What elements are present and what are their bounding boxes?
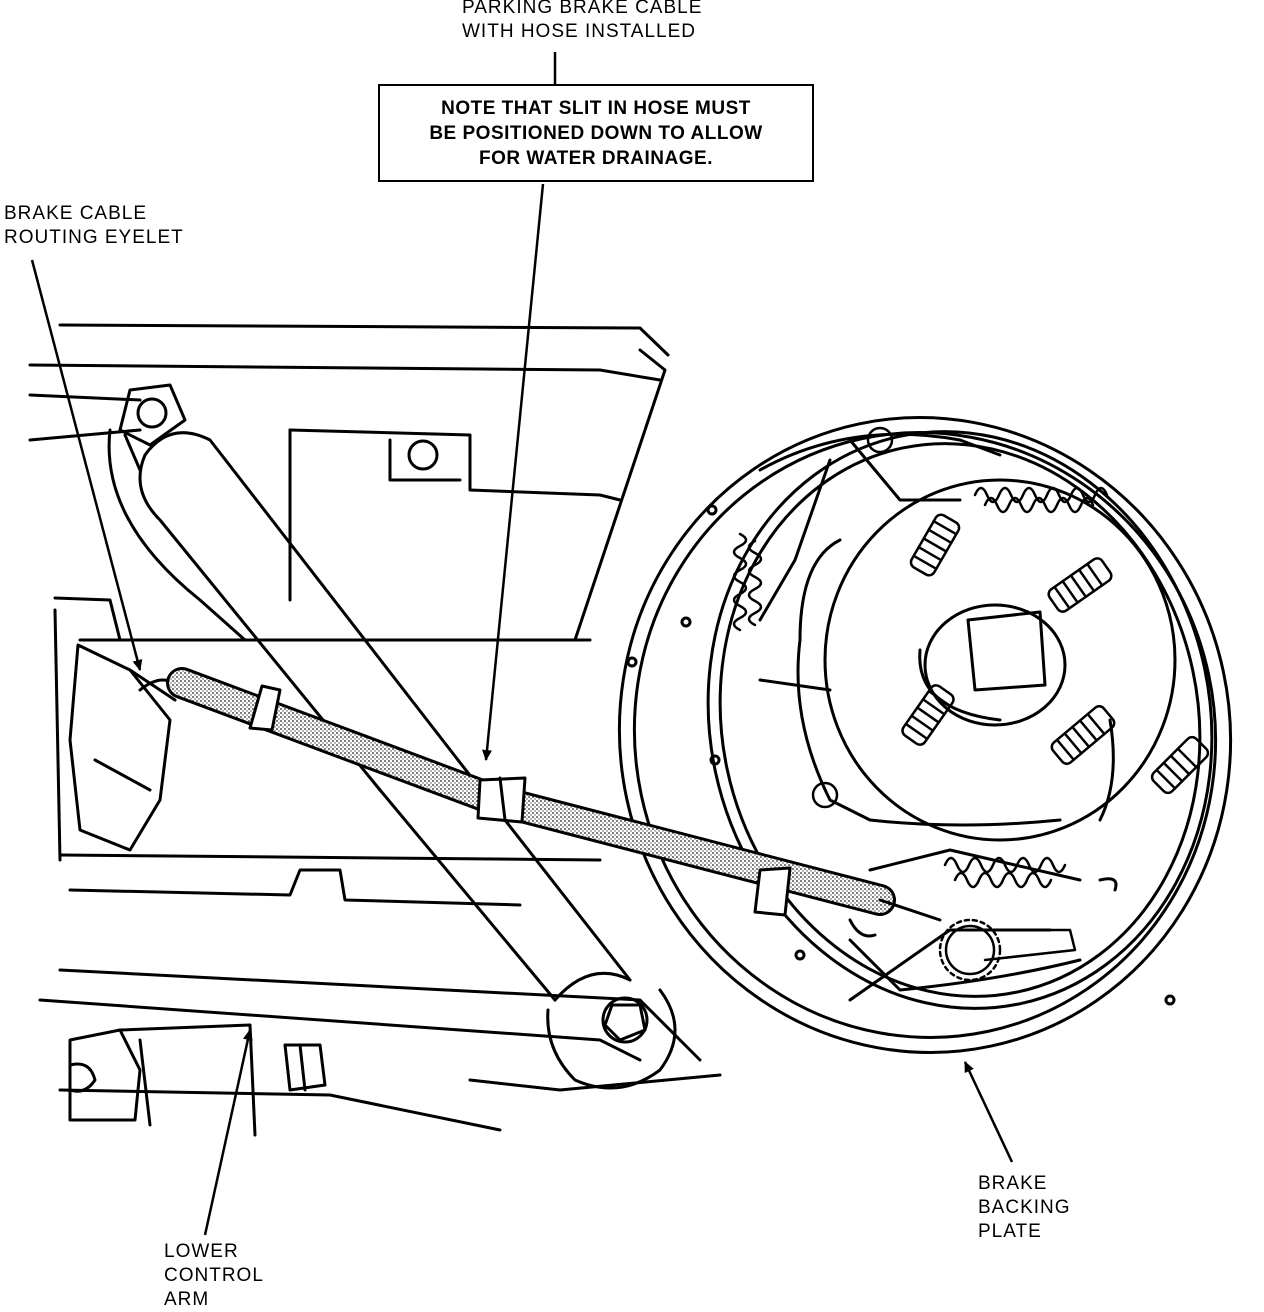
label-line: WITH HOSE INSTALLED — [462, 21, 697, 42]
note-line: FOR WATER DRAINAGE. — [479, 148, 713, 169]
label-line: BACKING — [978, 1197, 1071, 1218]
label-line: ROUTING EYELET — [4, 227, 184, 248]
parking-brake-cable — [166, 667, 942, 938]
note-box: NOTE THAT SLIT IN HOSE MUST BE POSITIONE… — [378, 84, 814, 182]
leader-lower-arm — [203, 1029, 253, 1236]
label-lower-control-arm: LOWER CONTROL ARM — [164, 1240, 264, 1312]
label-line: LOWER — [164, 1241, 239, 1262]
label-line: BRAKE — [978, 1173, 1048, 1194]
label-line: PLATE — [978, 1221, 1042, 1242]
return-springs — [732, 486, 1109, 889]
wheel-hub — [758, 478, 1177, 842]
eyelet-bracket — [68, 643, 182, 852]
note-line: NOTE THAT SLIT IN HOSE MUST — [441, 98, 751, 119]
wheel-studs — [811, 426, 1210, 809]
adjuster-star-wheel — [938, 918, 1077, 982]
vehicle-frame — [28, 323, 722, 1132]
note-line: BE POSITIONED DOWN TO ALLOW — [429, 123, 763, 144]
label-line: CONTROL — [164, 1265, 264, 1286]
brake-backing-plate — [617, 416, 1233, 1054]
label-line: BRAKE CABLE — [4, 203, 147, 224]
shock-upper-mount — [107, 383, 247, 642]
lower-control-arm — [68, 1023, 327, 1137]
label-routing-eyelet: BRAKE CABLE ROUTING EYELET — [4, 202, 184, 250]
leader-eyelet — [30, 259, 143, 671]
leader-note — [482, 183, 545, 761]
label-brake-backing-plate: BRAKE BACKING PLATE — [978, 1172, 1071, 1244]
label-parking-brake-cable: PARKING BRAKE CABLE WITH HOSE INSTALLED — [462, 0, 702, 44]
label-line: ARM — [164, 1289, 210, 1310]
brake-shoes — [758, 432, 1118, 1002]
leader-backing-plate — [963, 1061, 1014, 1163]
leader-lines — [30, 52, 1014, 1236]
label-line: PARKING BRAKE CABLE — [462, 0, 703, 18]
